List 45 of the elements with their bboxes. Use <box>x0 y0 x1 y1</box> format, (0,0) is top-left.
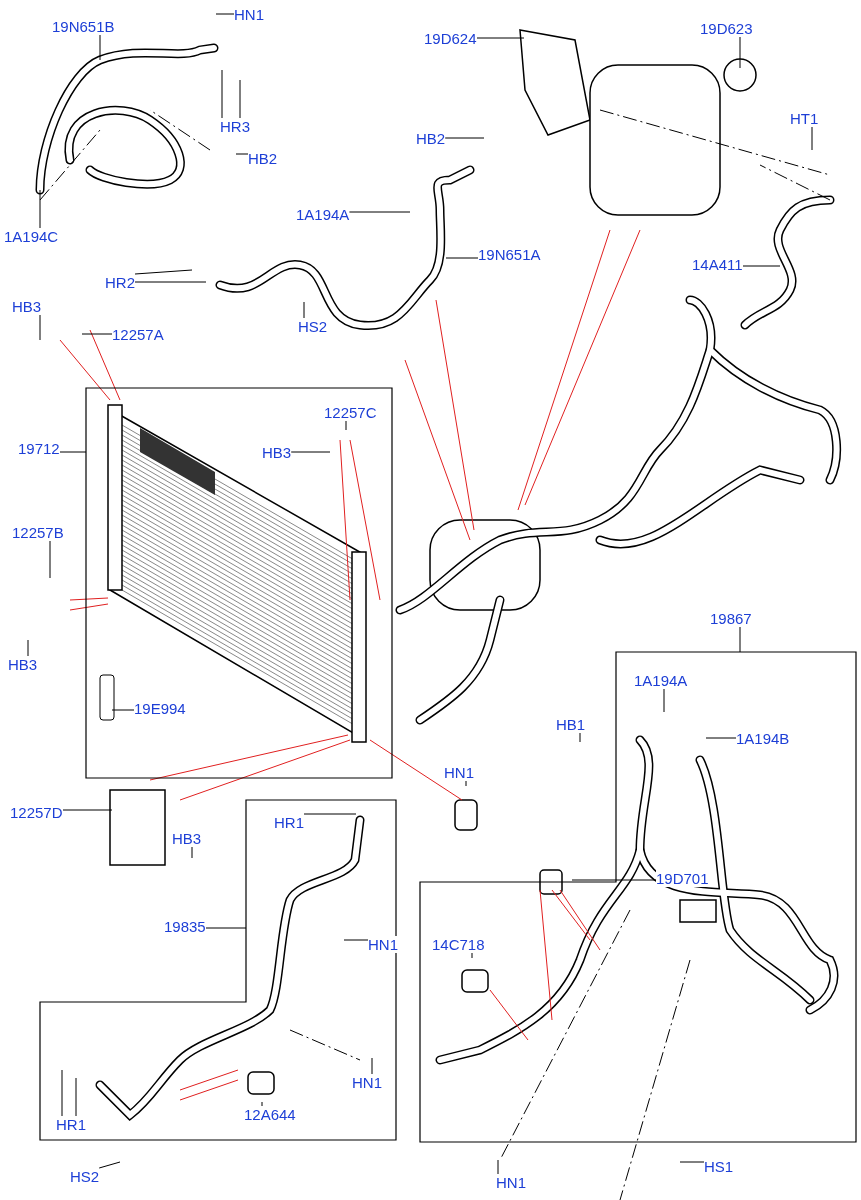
callout-label: HN1 <box>368 936 398 953</box>
leader-line <box>62 809 113 811</box>
leader-line <box>205 927 247 929</box>
leader-line <box>98 1161 121 1169</box>
leader-line <box>290 451 331 453</box>
leader-line <box>445 257 479 259</box>
leader-line <box>679 1161 705 1163</box>
leader-line <box>99 34 101 61</box>
leader-line <box>239 79 241 119</box>
leader-line <box>61 1069 63 1117</box>
leader-line <box>465 780 467 787</box>
callout-label: 19D701 <box>656 870 709 887</box>
leader-line <box>444 137 485 139</box>
leader-line <box>215 13 235 15</box>
leader-line <box>111 709 135 711</box>
leader-line <box>235 153 249 155</box>
leader-line <box>497 1159 499 1175</box>
leader-line <box>221 69 223 119</box>
leader-line <box>476 37 525 39</box>
leader-line <box>134 281 207 283</box>
leader-line <box>343 939 369 941</box>
leader-line <box>191 846 193 859</box>
leader-line <box>571 879 657 881</box>
leader-line <box>348 211 411 213</box>
leader-line <box>371 1057 373 1075</box>
leader-line <box>81 333 113 335</box>
leader-line <box>27 639 29 657</box>
leader-line <box>345 420 347 431</box>
leader-line <box>303 813 357 815</box>
leader-line <box>739 36 741 69</box>
leader-line <box>39 314 41 341</box>
leader-line <box>471 952 473 959</box>
leader-line <box>49 540 51 579</box>
leader-line <box>303 301 305 319</box>
leader-line <box>739 626 741 653</box>
leader-line <box>663 688 665 713</box>
leader-line <box>134 269 193 275</box>
leader-line <box>811 126 813 151</box>
leader-line <box>742 265 781 267</box>
leader-line <box>705 737 737 739</box>
leader-line <box>579 732 581 743</box>
leader-line <box>261 1101 263 1107</box>
leader-line <box>59 451 87 453</box>
leader-line <box>39 189 41 229</box>
leader-line <box>75 1077 77 1117</box>
